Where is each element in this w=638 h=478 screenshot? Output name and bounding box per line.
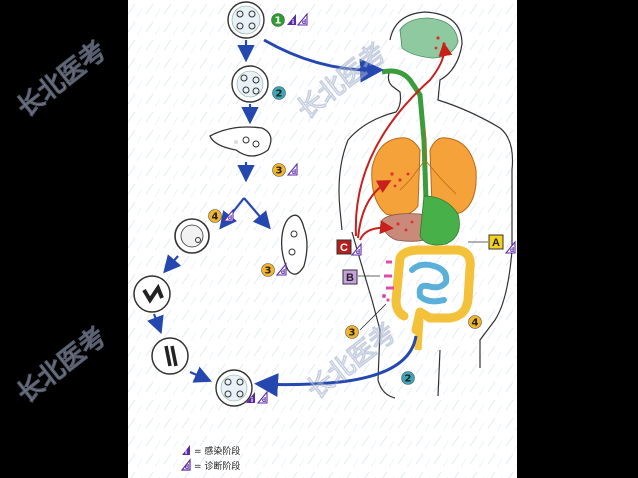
svg-text:i: i: [292, 19, 294, 26]
diagnostic-stage-icon: d: [296, 12, 308, 26]
svg-text:C: C: [340, 242, 348, 254]
metacystic-trophozoite: [209, 126, 272, 157]
watermark-1: 长北医考: [12, 36, 112, 124]
stage-number-3: 3: [261, 263, 275, 277]
svg-text:3: 3: [276, 166, 283, 177]
stage-number-2: 2: [272, 86, 286, 100]
legend-infective: = 感染阶段: [194, 445, 240, 457]
dissemination-arrows: [354, 42, 453, 241]
trophozoite: [280, 214, 308, 275]
site-label-a: A: [488, 234, 504, 250]
svg-text:d: d: [356, 249, 360, 256]
lungs: [371, 128, 477, 217]
svg-text:2: 2: [276, 89, 283, 100]
site-label-b: B: [342, 269, 358, 285]
mature-cyst: [215, 369, 253, 407]
binucleate-cyst: [151, 337, 189, 375]
svg-text:A: A: [492, 237, 500, 249]
large-intestine: [391, 245, 475, 335]
svg-text:4: 4: [212, 212, 219, 223]
infective-stage-icon: i: [246, 392, 255, 404]
stage-number-2: 2: [401, 371, 415, 385]
stage-number-3: 3: [345, 325, 359, 339]
esophagus: [381, 68, 429, 201]
svg-text:d: d: [292, 169, 296, 176]
diagnostic-stage-icon: d: [180, 458, 191, 471]
svg-text:d: d: [302, 19, 306, 26]
diagnostic-stage-icon: d: [222, 208, 234, 222]
svg-text:B: B: [346, 272, 354, 284]
diagnostic-stage-icon: d: [504, 240, 516, 254]
site-label-c: C: [336, 239, 352, 255]
infective-stage-icon: i: [182, 445, 190, 456]
svg-text:4: 4: [472, 318, 479, 329]
svg-text:i: i: [251, 397, 253, 404]
diagnostic-stage-icon: d: [275, 262, 287, 276]
legend: i = 感染阶段 d = 诊断阶段: [180, 445, 240, 472]
stage-number-3: 3: [272, 163, 286, 177]
svg-text:3: 3: [265, 266, 272, 277]
svg-text:d: d: [281, 269, 285, 276]
stomach: [419, 195, 460, 246]
svg-text:1: 1: [275, 16, 282, 27]
svg-text:d: d: [185, 464, 189, 471]
infective-stage-icon: i: [287, 14, 296, 26]
diagnostic-stage-icon: d: [256, 390, 268, 404]
stage-number-4: 4: [208, 209, 222, 223]
legend-diagnostic: = 诊断阶段: [194, 460, 240, 472]
precyst-cell: [174, 218, 210, 254]
svg-text:i: i: [185, 449, 187, 456]
diagnostic-stage-icon: d: [286, 162, 298, 176]
svg-text:d: d: [262, 397, 266, 404]
svg-text:3: 3: [349, 328, 356, 339]
excysting-cell: [231, 65, 269, 103]
stage-number-1: 1: [271, 13, 285, 27]
uninucleate-cyst: [133, 275, 171, 313]
svg-text:d: d: [510, 247, 514, 254]
small-intestine: [409, 261, 450, 305]
svg-text:2: 2: [405, 374, 412, 385]
stage-number-4: 4: [468, 315, 482, 329]
diagnostic-stage-icon: d: [350, 242, 362, 256]
quadrinucleate-cyst: [227, 1, 265, 39]
svg-text:d: d: [228, 215, 232, 222]
watermark-3: 长北医考: [12, 322, 112, 410]
